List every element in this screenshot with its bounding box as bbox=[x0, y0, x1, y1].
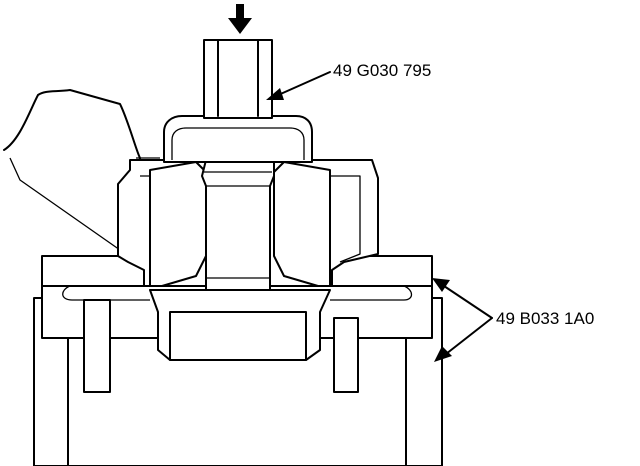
down-arrow-icon bbox=[228, 4, 252, 34]
callout-tool-upper: 49 G030 795 bbox=[333, 61, 432, 80]
press-tool bbox=[163, 39, 313, 163]
hub-lower bbox=[62, 285, 413, 361]
callout-tool-lower: 49 B033 1A0 bbox=[496, 309, 595, 328]
leader-line-upper bbox=[266, 71, 331, 100]
housing-bracket bbox=[3, 89, 160, 257]
leader-line-lower bbox=[432, 278, 493, 362]
bushing bbox=[149, 159, 331, 293]
support-legs bbox=[83, 299, 359, 393]
